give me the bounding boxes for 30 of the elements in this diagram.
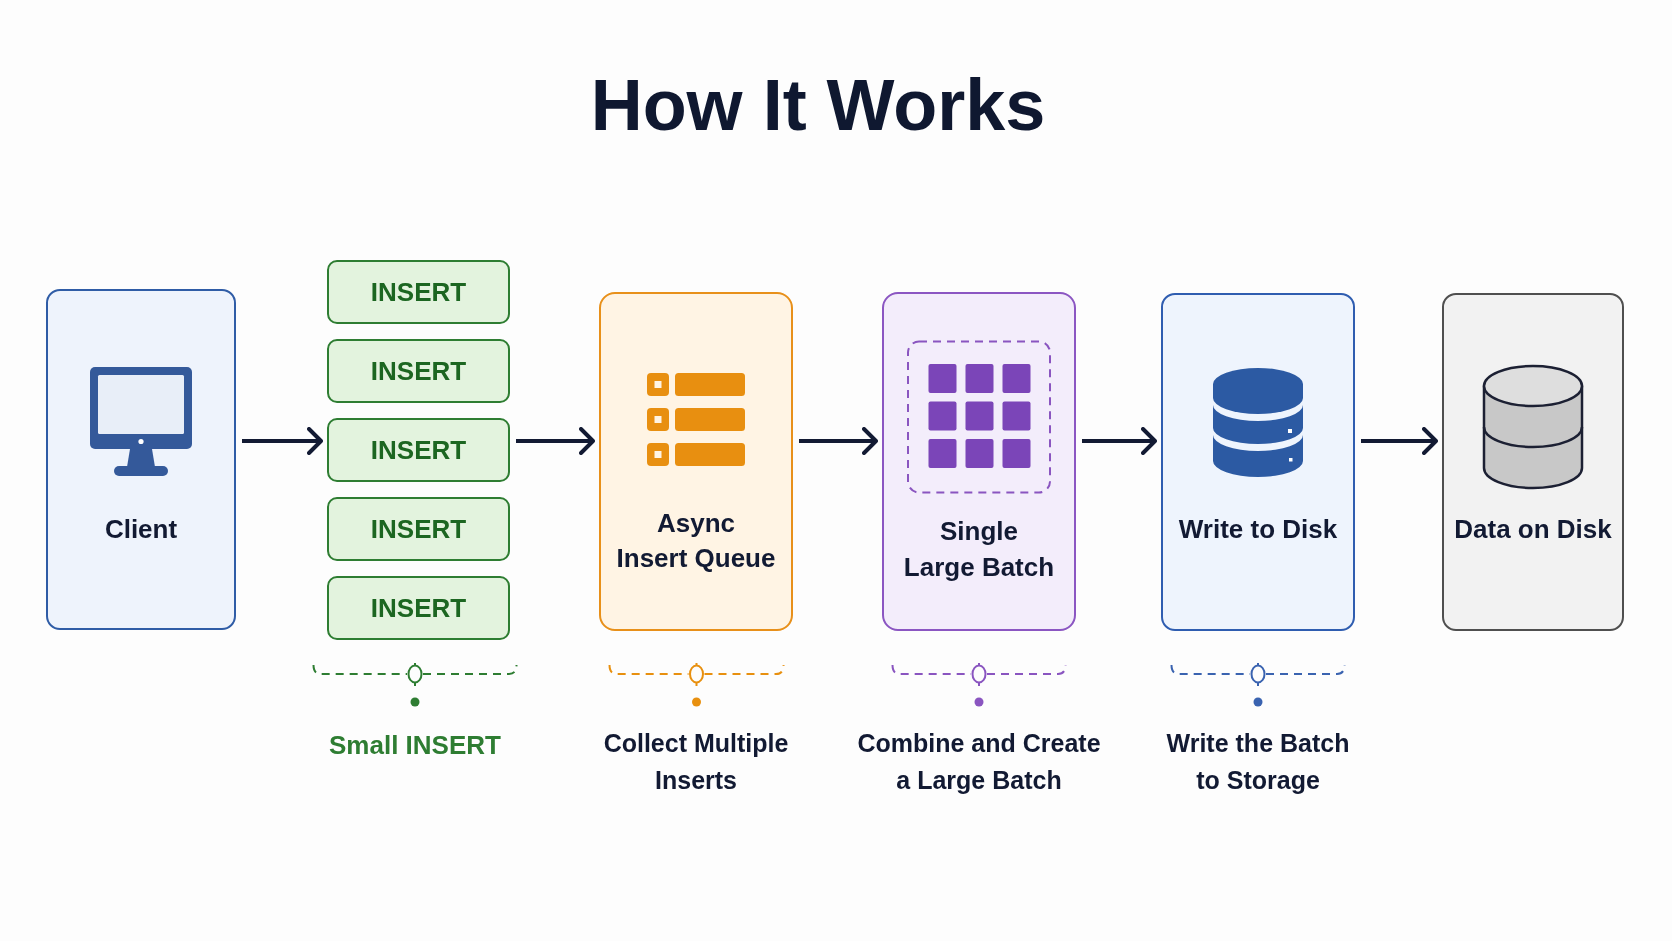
insert-block — [327, 260, 510, 324]
title: How It Works — [590, 69, 1046, 141]
insert-label: INSERT — [370, 434, 467, 466]
stage-label: Single Large Batch — [903, 515, 1055, 584]
stage-label: Write to Disk — [1178, 513, 1338, 546]
step-caption: Combine and Create a Large Batch — [857, 728, 1101, 796]
stage-card — [882, 292, 1076, 631]
arrow — [799, 427, 878, 455]
arrow — [1361, 427, 1438, 455]
insert-label: INSERT — [370, 592, 467, 624]
arrow — [242, 427, 323, 455]
step-caption: Write the Batch to Storage — [1166, 728, 1350, 796]
stage-card — [1161, 293, 1355, 631]
stage-card — [599, 292, 793, 631]
insert-label: INSERT — [370, 276, 467, 308]
stage-card — [1442, 293, 1624, 631]
insert-label: INSERT — [370, 513, 467, 545]
step-caption: Collect Multiple Inserts — [603, 728, 789, 796]
stage-label: Data on Disk — [1454, 513, 1612, 546]
stage-label: Async Insert Queue — [616, 507, 776, 575]
insert-block — [327, 418, 510, 482]
stage-card — [46, 289, 236, 630]
arrow — [516, 427, 595, 455]
stage-label: Client — [104, 513, 178, 546]
insert-block — [327, 339, 510, 403]
insert-block — [327, 497, 510, 561]
arrow — [1082, 427, 1157, 455]
insert-label: INSERT — [370, 355, 467, 387]
insert-block — [327, 576, 510, 640]
step-caption: Small INSERT — [329, 729, 501, 762]
